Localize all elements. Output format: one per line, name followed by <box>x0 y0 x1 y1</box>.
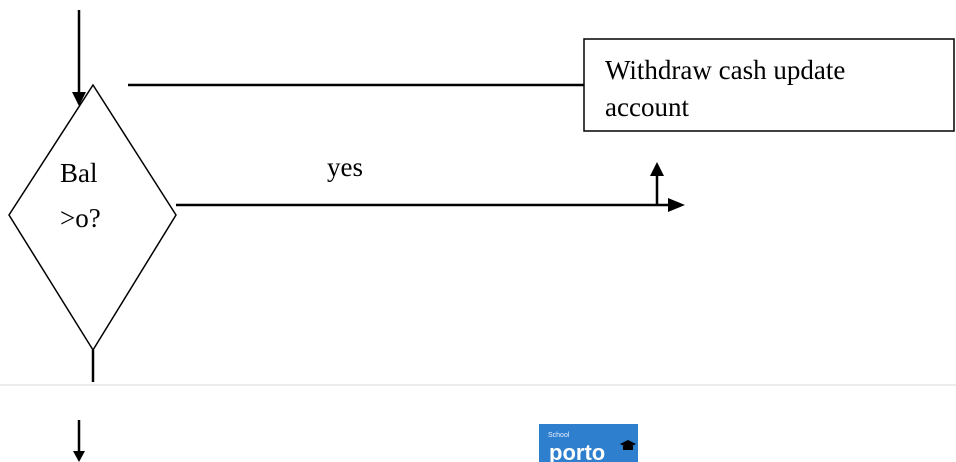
to-process-arrowhead <box>650 162 664 176</box>
decision-label-line2: >o? <box>60 203 101 233</box>
logo-main-text: porto <box>549 440 605 462</box>
decision-label-line1: Bal <box>60 158 98 188</box>
process-label-line2: account <box>605 92 689 122</box>
process-box <box>583 38 955 132</box>
yes-arrowhead <box>668 198 685 212</box>
process-label-line1: Withdraw cash update <box>605 55 845 85</box>
entry-arrowhead <box>72 92 86 106</box>
exit-arrowhead <box>73 451 85 462</box>
yes-label: yes <box>327 152 363 182</box>
school-porto-logo: School porto <box>539 424 638 462</box>
graduation-cap-icon <box>620 440 636 450</box>
logo-small-text: School <box>548 432 570 439</box>
